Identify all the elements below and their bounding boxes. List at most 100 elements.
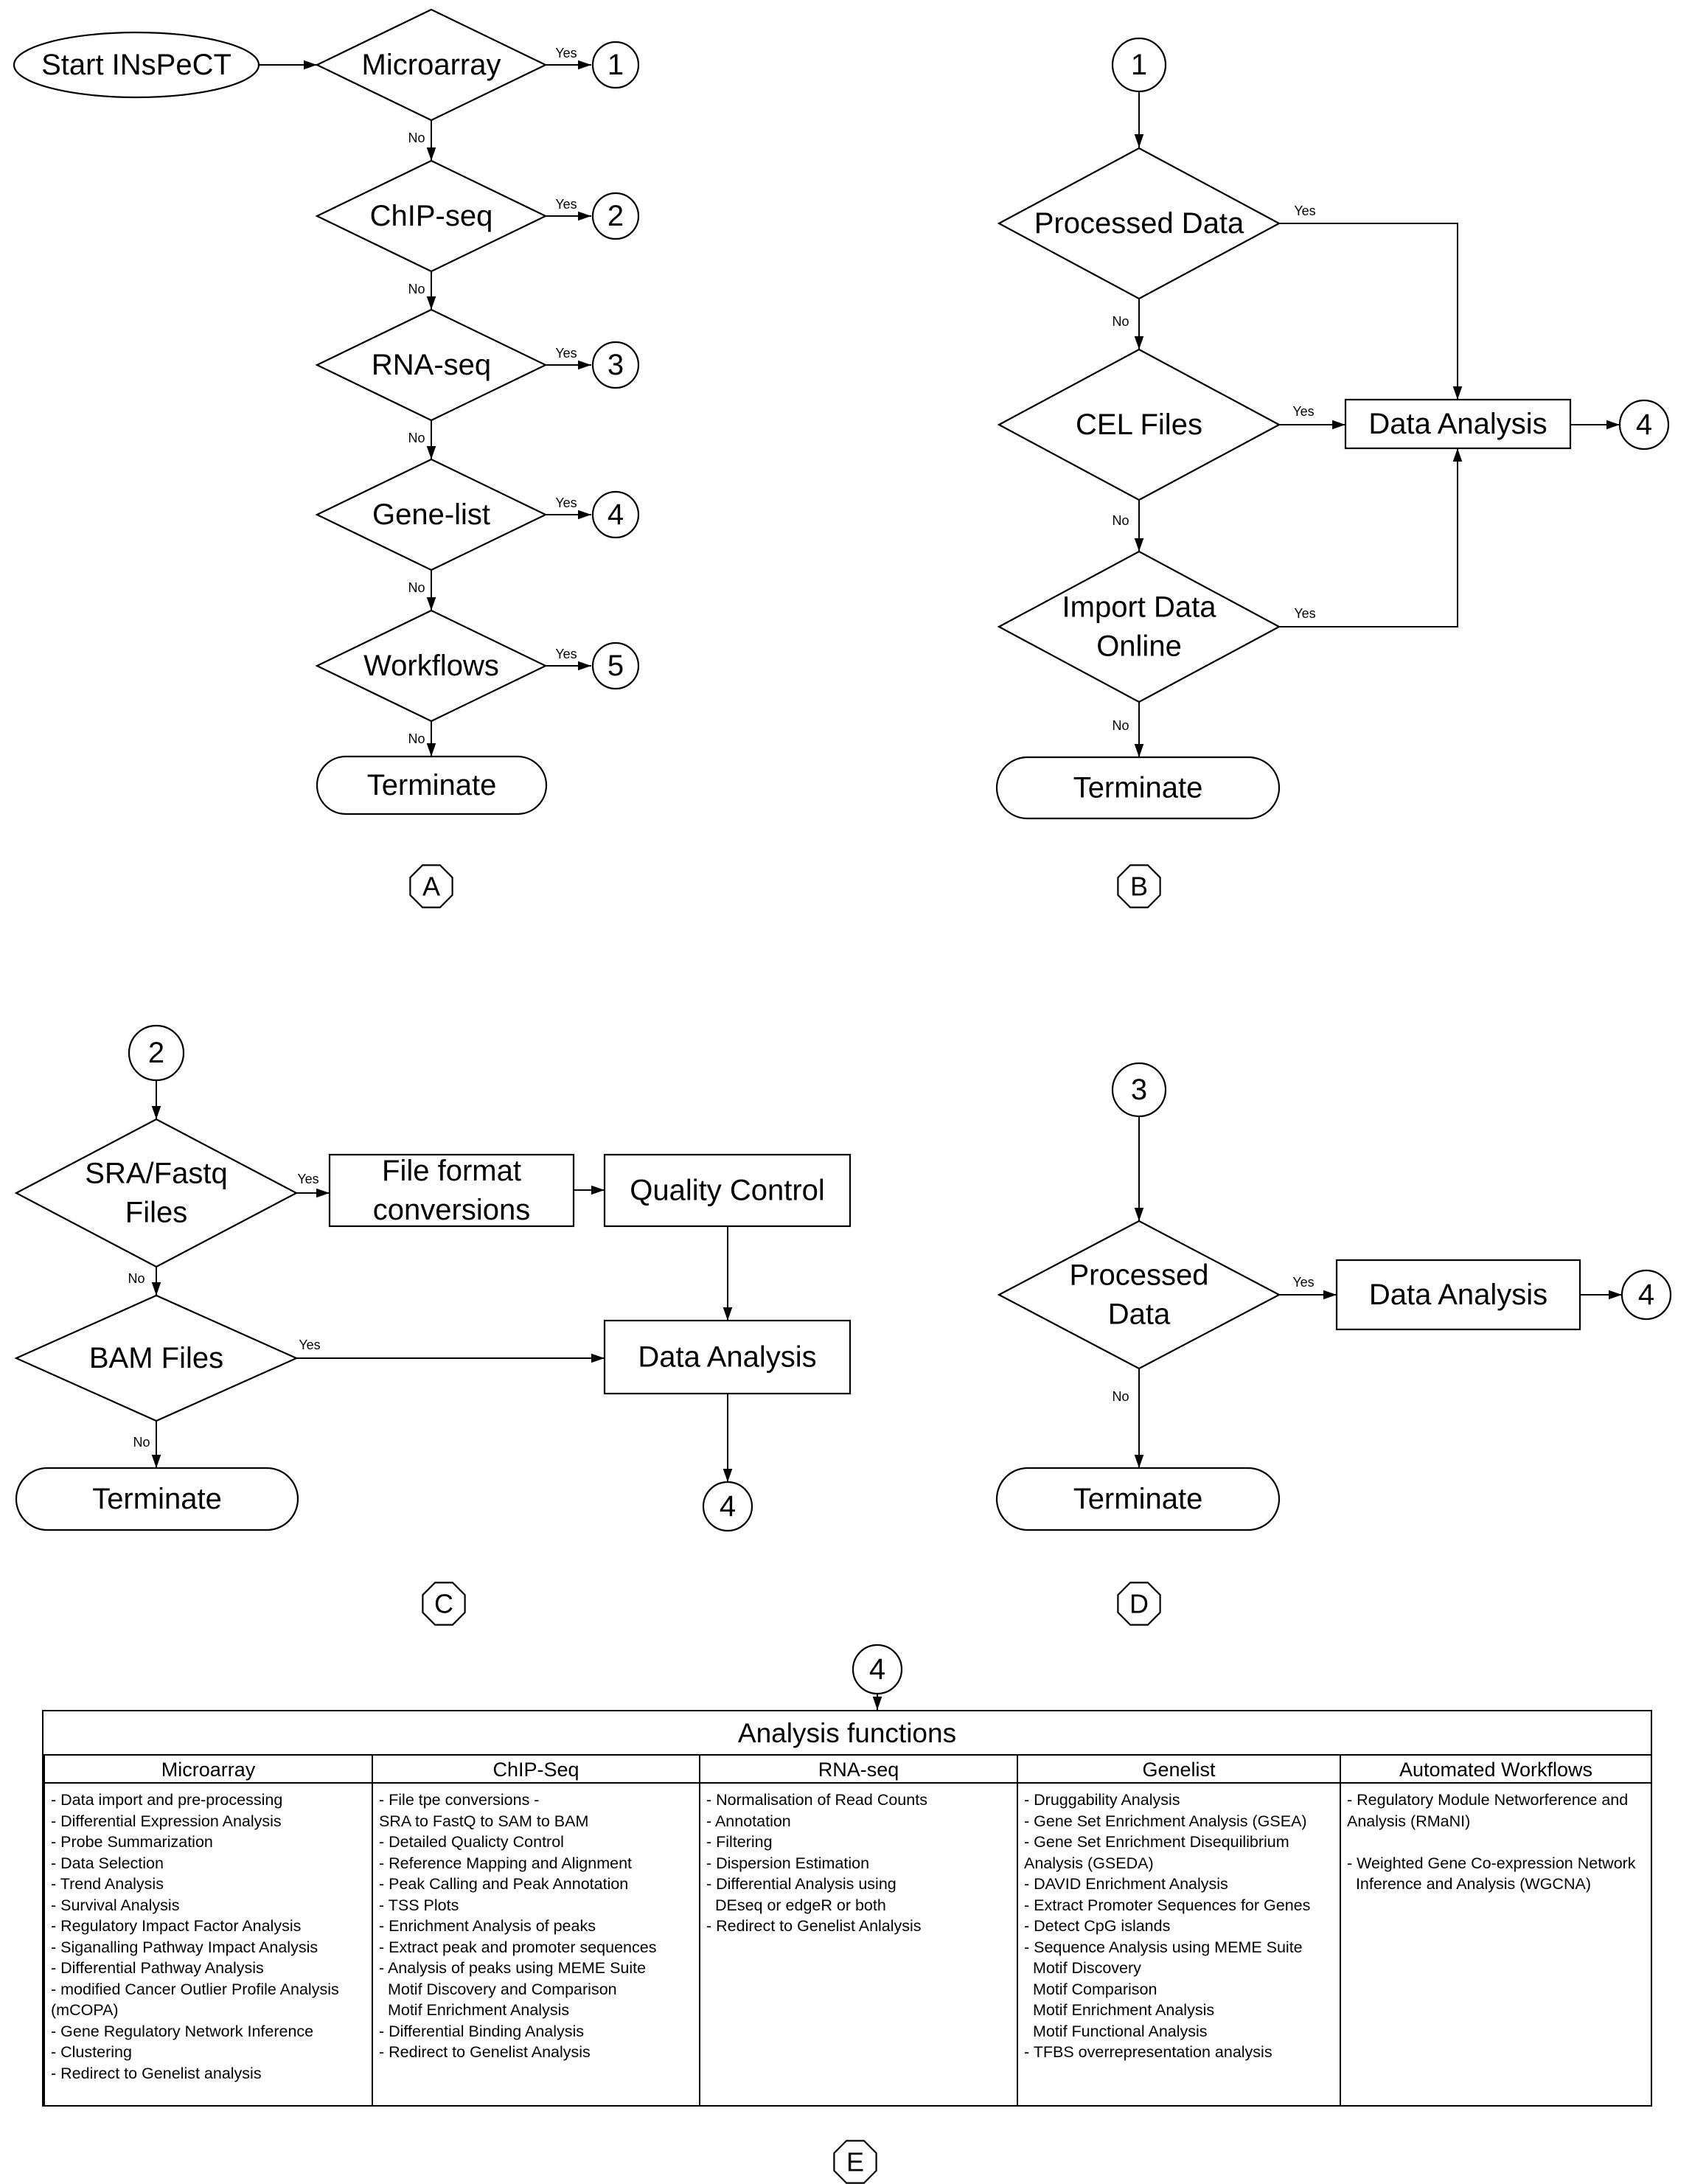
function-item: (mCOPA) — [51, 2001, 119, 2019]
chipseq-decision — [315, 159, 548, 273]
function-item: - Probe Summarization — [51, 1833, 213, 1851]
b-cel-no-arrow-label: No — [1112, 513, 1129, 528]
d-processed-data-decision-label: Processed — [1070, 1259, 1209, 1292]
genelist-no-arrow-label: No — [408, 580, 425, 595]
function-item: - Differential Binding Analysis — [379, 2022, 585, 2040]
data-analysis-c-label: Data Analysis — [638, 1341, 816, 1374]
function-item: - Gene Set Enrichment Disequilibrium — [1024, 1833, 1289, 1851]
connector-1-circle-label: 1 — [607, 49, 624, 81]
d-processed-no-arrow-label: No — [1112, 1389, 1129, 1404]
microarray-functions-list: - Data import and pre-processing - Differ… — [45, 1784, 372, 2084]
d-exit-connector — [1620, 1269, 1672, 1321]
b-entry-connector — [1111, 37, 1167, 93]
chipseq-yes-arrow-label: Yes — [555, 197, 577, 212]
function-item: - Druggability Analysis — [1024, 1791, 1180, 1809]
processed-data-decision — [997, 147, 1281, 300]
data-analysis-c — [603, 1319, 852, 1395]
file-format-conversions-label: File format — [382, 1155, 521, 1187]
chipseq-column: ChIP-Seq - File tpe conversions -SRA to … — [372, 1756, 699, 2105]
function-item: - Differential Pathway Analysis — [51, 1959, 264, 1977]
cel-files-decision — [997, 348, 1281, 501]
panel-b-label — [1117, 864, 1161, 908]
connector-4-circle — [591, 490, 640, 539]
function-item: Analysis (GSEDA) — [1024, 1854, 1154, 1872]
b-processed-yes-arrow-label: Yes — [1294, 204, 1315, 218]
rnaseq-column: RNA-seq - Normalisation of Read Counts- … — [699, 1756, 1017, 2105]
c-entry-connector — [128, 1024, 185, 1082]
b-cel-yes-arrow-label: Yes — [1292, 404, 1314, 419]
function-item: - modified Cancer Outlier Profile Analys… — [51, 1980, 339, 1998]
analysis-functions-title: Analysis functions — [43, 1711, 1651, 1756]
function-item: Analysis (RMaNI) — [1347, 1812, 1471, 1830]
rnaseq-header: RNA-seq — [700, 1756, 1017, 1784]
c-bam-yes-arrow-label: Yes — [299, 1338, 320, 1352]
panel-d-label — [1117, 1582, 1161, 1626]
b-import-yes-arrow-label: Yes — [1294, 606, 1315, 621]
processed-data-decision-label: Processed Data — [1034, 207, 1244, 240]
function-item: - DAVID Enrichment Analysis — [1024, 1875, 1228, 1893]
cel-files-decision-label: CEL Files — [1076, 408, 1202, 441]
genelist-decision-label: Gene-list — [372, 498, 490, 531]
function-item: - Normalisation of Read Counts — [706, 1791, 927, 1809]
d-exit-connector-label: 4 — [1638, 1279, 1654, 1311]
panel-a-label-label: A — [422, 872, 440, 902]
rnaseq-functions-list: - Normalisation of Read Counts- Annotati… — [700, 1784, 1017, 1937]
chipseq-header: ChIP-Seq — [373, 1756, 699, 1784]
import-data-online-decision-label: Online — [1096, 630, 1182, 662]
d-entry-connector — [1111, 1062, 1167, 1118]
bam-files-decision-label: BAM Files — [89, 1342, 223, 1374]
terminate-a — [316, 755, 548, 815]
microarray-decision-label: Microarray — [362, 49, 501, 81]
workflows-decision — [315, 609, 548, 723]
function-item: Motif Functional Analysis — [1024, 2022, 1208, 2040]
function-item: - Data import and pre-processing — [51, 1791, 283, 1809]
function-item: Motif Discovery — [1024, 1959, 1141, 1977]
genelist-yes-arrow-label: Yes — [555, 495, 577, 510]
terminate-a-label: Terminate — [367, 769, 497, 801]
connector-3-circle-label: 3 — [607, 349, 624, 381]
sra-fastq-decision-label: Files — [125, 1196, 187, 1228]
sra-fastq-decision-label: SRA/Fastq — [85, 1158, 227, 1190]
genelist-functions-list: - Druggability Analysis - Gene Set Enrich… — [1018, 1784, 1340, 2063]
function-item: - Differential Analysis using — [706, 1875, 896, 1893]
data-analysis-d-label: Data Analysis — [1369, 1279, 1547, 1311]
connector-5-circle — [591, 641, 640, 690]
function-item: - Dispersion Estimation — [706, 1854, 870, 1872]
function-item: - Data Selection — [51, 1854, 164, 1872]
function-item: - Redirect to Genelist analysis — [51, 2064, 262, 2082]
terminate-b-label: Terminate — [1073, 772, 1203, 804]
d-processed-data-decision — [997, 1220, 1281, 1370]
d-processed-data-decision-label: Data — [1108, 1298, 1171, 1330]
quality-control-label: Quality Control — [630, 1175, 825, 1207]
function-item: - Extract Promoter Sequences for Genes — [1024, 1896, 1311, 1914]
data-analysis-b-label: Data Analysis — [1368, 408, 1547, 440]
function-item: - TSS Plots — [379, 1896, 459, 1914]
panel-a-label — [409, 864, 453, 908]
chipseq-no-arrow-label: No — [408, 282, 425, 296]
function-item: - Siganalling Pathway Impact Analysis — [51, 1938, 318, 1956]
terminate-c — [15, 1467, 299, 1531]
c-exit-connector — [702, 1481, 753, 1532]
function-item: - Gene Set Enrichment Analysis (GSEA) — [1024, 1812, 1307, 1830]
terminate-c-label: Terminate — [92, 1483, 222, 1515]
function-item: - Differential Expression Analysis — [51, 1812, 282, 1830]
genelist-header: Genelist — [1018, 1756, 1340, 1784]
d-processed-yes-arrow-label: Yes — [1292, 1275, 1314, 1290]
data-analysis-b — [1344, 398, 1572, 450]
rnaseq-decision — [315, 308, 548, 422]
file-format-conversions — [328, 1153, 575, 1228]
rnaseq-decision-label: RNA-seq — [372, 349, 491, 381]
function-item: - TFBS overrepresentation analysis — [1024, 2043, 1272, 2061]
terminate-d — [995, 1467, 1281, 1531]
microarray-header: Microarray — [45, 1756, 372, 1784]
e-entry-connector — [852, 1644, 903, 1695]
function-item: Inference and Analysis (WGCNA) — [1347, 1875, 1591, 1893]
function-item: - Redirect to Genelist Anlalysis — [706, 1917, 922, 1935]
function-item: - Analysis of peaks using MEME Suite — [379, 1959, 647, 1977]
function-item: - Redirect to Genelist Analysis — [379, 2043, 591, 2061]
bam-files-decision — [14, 1294, 299, 1422]
file-format-conversions-label: conversions — [373, 1194, 530, 1226]
b-processed-no-arrow-label: No — [1112, 314, 1129, 329]
workflows-yes-arrow-label: Yes — [555, 647, 577, 661]
chipseq-functions-list: - File tpe conversions -SRA to FastQ to … — [373, 1784, 699, 2063]
